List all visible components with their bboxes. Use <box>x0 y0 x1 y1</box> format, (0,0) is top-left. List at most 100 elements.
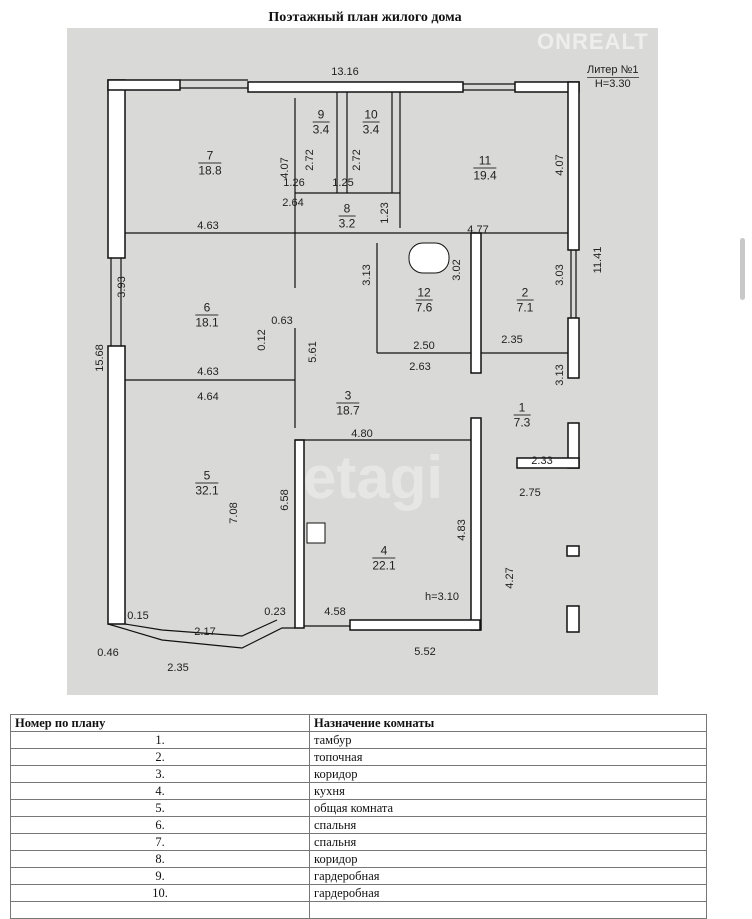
dimension-label: 0.12 <box>256 329 268 351</box>
dimension-label: 2.64 <box>282 197 304 209</box>
dimension-label: 3.93 <box>116 276 128 298</box>
room-number: 3 <box>344 388 352 403</box>
room-area: 3.2 <box>338 215 356 231</box>
rooms-table: Номер по плану Назначение комнаты 1.тамб… <box>10 714 707 919</box>
dimension-label: 5.52 <box>414 646 436 658</box>
room-purpose: спальня <box>309 816 707 834</box>
room-number: 1 <box>518 400 526 415</box>
room-number: 7 <box>206 148 214 163</box>
dimension-label: 1.25 <box>332 177 354 189</box>
liter-name: Литер №1 <box>587 64 639 78</box>
room-purpose: коридор <box>309 765 707 783</box>
room-purpose: общая комната <box>309 799 707 817</box>
dimension-label: 3.13 <box>554 364 566 386</box>
dimension-label: 5.61 <box>307 341 319 363</box>
room-area: 3.4 <box>362 121 380 137</box>
room-purpose <box>309 901 707 919</box>
room-area: 19.4 <box>473 167 497 183</box>
room-area: 22.1 <box>372 557 396 573</box>
room-number: 5 <box>203 468 211 483</box>
dimension-label: 2.72 <box>351 149 363 171</box>
dimension-label: 4.07 <box>279 157 291 179</box>
table-row: 10.гардеробная <box>10 884 707 902</box>
document-title: Поэтажный план жилого дома <box>268 10 462 25</box>
floor-plan-walls <box>107 79 580 649</box>
room-number-cell: 4. <box>10 782 310 800</box>
room-number-cell: 8. <box>10 850 310 868</box>
dimension-label: 0.23 <box>264 606 286 618</box>
room-number-cell: 7. <box>10 833 310 851</box>
room-area: 18.8 <box>198 162 222 178</box>
dimension-label: 3.03 <box>554 264 566 286</box>
room-number: 11 <box>478 153 492 168</box>
dimension-label: 7.08 <box>228 502 240 524</box>
dimension-label: 4.83 <box>456 519 468 541</box>
room-number-cell: 1. <box>10 731 310 749</box>
dimension-label: 4.77 <box>467 224 489 236</box>
room-purpose: топочная <box>309 748 707 766</box>
dimension-label: 6.58 <box>279 489 291 511</box>
table-row: 3.коридор <box>10 765 707 783</box>
dimension-label: 2.35 <box>167 662 189 674</box>
room-purpose: гардеробная <box>309 884 707 902</box>
room-area: 18.7 <box>336 402 360 418</box>
etagi-watermark: etagi <box>303 444 444 511</box>
dimension-label: 2.50 <box>413 340 435 352</box>
room-area: 7.6 <box>415 299 433 315</box>
room-number-cell: 9. <box>10 867 310 885</box>
dimension-label: 3.13 <box>361 264 373 286</box>
dimension-label: 2.63 <box>409 361 431 373</box>
dimension-label: 15.68 <box>94 344 106 372</box>
dimension-label: 4.64 <box>197 391 219 403</box>
room-purpose: коридор <box>309 850 707 868</box>
room-number: 9 <box>317 107 325 122</box>
scrollbar[interactable] <box>740 238 745 300</box>
liter-label: Литер №1 H=3.30 <box>587 64 639 91</box>
room-number-cell: 6. <box>10 816 310 834</box>
dimension-label: 2.75 <box>519 487 541 499</box>
table-row: 1.тамбур <box>10 731 707 749</box>
room-number: 2 <box>521 285 529 300</box>
dimension-label: 1.23 <box>379 202 391 224</box>
dimension-label: 4.63 <box>197 220 219 232</box>
dimension-label: h=3.10 <box>425 591 459 603</box>
room-number: 10 <box>364 107 378 122</box>
dimension-label: 4.07 <box>554 154 566 176</box>
room-number-cell: 2. <box>10 748 310 766</box>
room-purpose: кухня <box>309 782 707 800</box>
table-row: 5.общая комната <box>10 799 707 817</box>
room-number-cell: 3. <box>10 765 310 783</box>
dimension-label: 2.17 <box>194 626 216 638</box>
table-row: 7.спальня <box>10 833 707 851</box>
room-area: 18.1 <box>195 314 219 330</box>
dimension-label: 4.27 <box>504 567 516 589</box>
room-purpose: тамбур <box>309 731 707 749</box>
col-number: Номер по плану <box>10 714 310 732</box>
dimension-label: 4.63 <box>197 366 219 378</box>
dimension-label: 4.80 <box>351 428 373 440</box>
table-row: 4.кухня <box>10 782 707 800</box>
room-number: 12 <box>417 285 431 300</box>
liter-height: H=3.30 <box>594 78 631 90</box>
room-purpose: гардеробная <box>309 867 707 885</box>
table-row: 8.коридор <box>10 850 707 868</box>
onrealt-watermark: ONREALT <box>537 29 649 54</box>
dimension-label: 0.15 <box>127 610 149 622</box>
table-row <box>10 901 707 919</box>
dimension-label: 11.41 <box>592 246 604 274</box>
room-number-cell <box>10 901 310 919</box>
dimension-label: 2.72 <box>304 149 316 171</box>
dimension-label: 2.35 <box>501 334 523 346</box>
